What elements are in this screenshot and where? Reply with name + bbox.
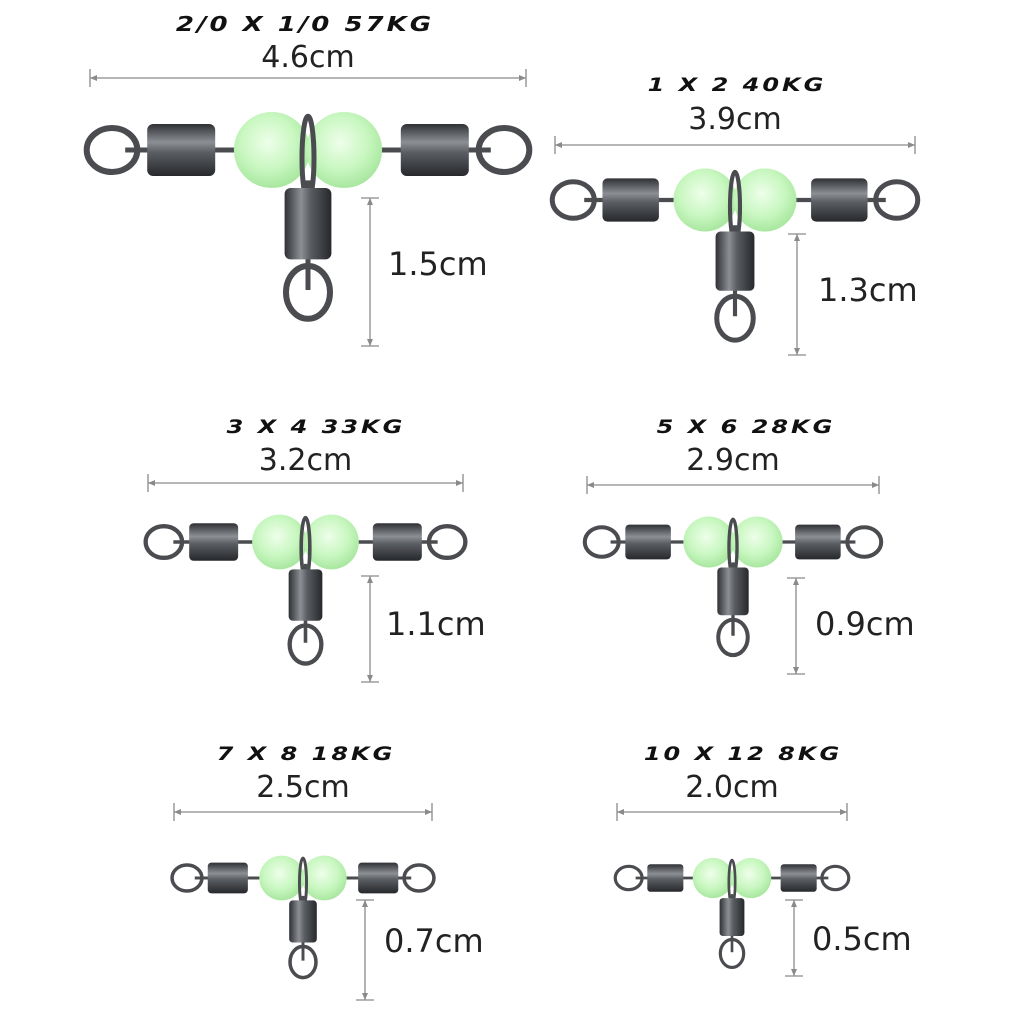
barrel-icon: [372, 523, 422, 561]
glow-bead-icon: [304, 514, 359, 570]
height-label: 0.7cm: [384, 922, 484, 961]
three-way-swivel-icon: [582, 516, 884, 658]
eye-ring-icon: [402, 863, 436, 893]
three-way-swivel-icon: [613, 857, 851, 970]
height-dimension-arrow: [785, 899, 803, 977]
glow-bead-icon: [673, 168, 737, 232]
three-way-swivel-icon: [83, 112, 533, 322]
eye-ring-icon: [718, 937, 746, 970]
barrel-icon: [400, 124, 469, 176]
glow-bead-icon: [233, 112, 310, 188]
height-dimension-arrow: [361, 197, 379, 347]
width-label: 3.2cm: [258, 442, 353, 478]
width-label: 4.6cm: [261, 39, 355, 75]
eye-ring-icon: [426, 523, 468, 560]
width-label: 2.0cm: [685, 769, 779, 805]
barrel-icon: [647, 864, 684, 892]
glow-bead-icon: [306, 112, 383, 188]
eye-ring-icon: [170, 863, 204, 893]
eye-ring-icon: [475, 125, 533, 175]
barrel-icon: [625, 524, 671, 560]
glow-bead-icon: [301, 855, 347, 901]
eye-ring-icon: [549, 179, 597, 221]
barrel-icon: [358, 862, 399, 894]
glow-bead-icon: [683, 516, 735, 568]
eye-ring-icon: [582, 525, 621, 559]
barrel-icon: [795, 524, 841, 560]
eye-ring-icon: [820, 864, 851, 892]
eye-ring-icon: [613, 864, 644, 892]
eye-ring-icon: [143, 523, 185, 560]
width-label: 3.9cm: [688, 101, 782, 137]
height-label: 0.5cm: [812, 920, 912, 959]
barrel-icon: [717, 567, 749, 616]
barrel-icon: [811, 178, 868, 222]
swivel-5: [170, 803, 436, 1001]
glow-bead-icon: [730, 857, 772, 899]
width-dimension-arrow: [147, 474, 464, 492]
eye-ring-icon: [714, 293, 756, 343]
barrel-icon: [189, 523, 239, 561]
swivel-1: [83, 69, 533, 347]
swivel-size-title: 3 X 4 33KG: [226, 416, 406, 439]
eye-ring-icon: [716, 617, 750, 658]
eye-ring-icon: [83, 125, 141, 175]
barrel-icon: [284, 188, 332, 260]
width-dimension-arrow: [89, 69, 527, 87]
eye-ring-icon: [287, 623, 324, 666]
swivel-6: [613, 803, 851, 977]
three-way-swivel-icon: [143, 514, 468, 666]
barrel-icon: [780, 864, 817, 892]
height-dimension-arrow: [361, 575, 379, 683]
width-dimension-arrow: [616, 803, 848, 821]
glow-bead-icon: [692, 857, 734, 899]
barrel-icon: [715, 231, 755, 291]
height-label: 0.9cm: [815, 605, 915, 644]
barrel-icon: [289, 900, 317, 943]
height-label: 1.1cm: [386, 605, 486, 644]
width-dimension-arrow: [554, 136, 916, 154]
eye-ring-icon: [873, 179, 921, 221]
glow-bead-icon: [252, 514, 307, 570]
swivel-size-title: 1 X 2 40KG: [647, 74, 827, 97]
barrel-icon: [147, 124, 216, 176]
width-dimension-arrow: [173, 803, 433, 821]
height-label: 1.3cm: [818, 271, 918, 310]
barrel-icon: [602, 178, 659, 222]
swivel-size-title: 7 X 8 18KG: [216, 743, 396, 766]
three-way-swivel-icon: [170, 855, 436, 980]
barrel-icon: [207, 862, 248, 894]
height-dimension-arrow: [788, 233, 806, 356]
swivel-size-title: 2/0 X 1/0 57KG: [175, 13, 435, 37]
glow-bead-icon: [731, 516, 783, 568]
glow-bead-icon: [733, 168, 797, 232]
eye-ring-icon: [288, 944, 318, 980]
height-dimension-arrow: [356, 899, 374, 1001]
eye-ring-icon: [283, 263, 333, 322]
swivel-3: [143, 474, 468, 683]
swivel-2: [549, 136, 921, 356]
width-dimension-arrow: [586, 476, 880, 494]
width-label: 2.9cm: [686, 442, 780, 478]
barrel-icon: [719, 898, 745, 936]
height-label: 1.5cm: [388, 245, 488, 284]
height-dimension-arrow: [787, 577, 805, 675]
three-way-swivel-icon: [549, 168, 921, 343]
glow-bead-icon: [259, 855, 305, 901]
barrel-icon: [288, 569, 323, 621]
width-label: 2.5cm: [256, 769, 350, 805]
eye-ring-icon: [845, 525, 884, 559]
swivel-size-title: 5 X 6 28KG: [656, 416, 836, 439]
swivel-4: [582, 476, 884, 675]
swivel-size-title: 10 X 12 8KG: [643, 743, 843, 766]
